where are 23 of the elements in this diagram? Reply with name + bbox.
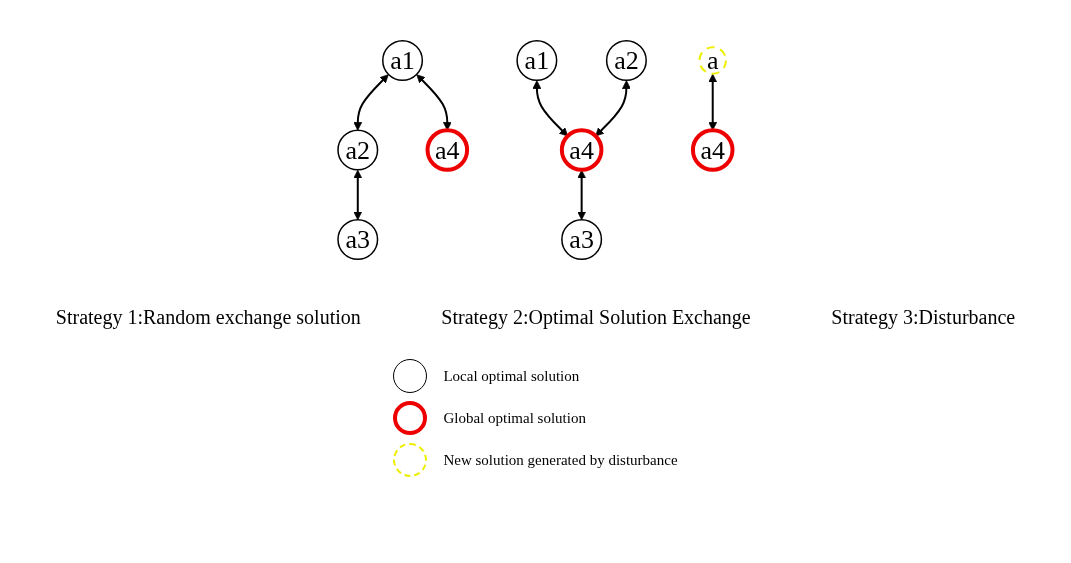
arrow (708, 73, 718, 131)
node-circle: a3 (561, 219, 603, 261)
legend-label: Local optimal solution (443, 367, 580, 385)
legend-label: New solution generated by disturbance (443, 451, 678, 469)
arrow (532, 80, 569, 137)
node-circle: a4 (691, 128, 735, 172)
node-circle: a1 (516, 39, 558, 81)
arrow (353, 169, 363, 221)
node-circle: a2 (337, 129, 379, 171)
strategy-caption: Strategy 2:Optimal Solution Exchange (441, 306, 751, 329)
legend-label: Global optimal solution (443, 409, 586, 427)
node-circle: a4 (425, 128, 470, 172)
arrow (595, 80, 632, 137)
node-circle: a1 (382, 39, 424, 81)
arrow (577, 169, 587, 221)
strategy-caption: Strategy 3:Disturbance (831, 306, 1016, 329)
arrow (416, 74, 452, 131)
node-circle: a (698, 46, 728, 75)
node-circle: a4 (560, 128, 604, 172)
node-circle: a3 (337, 219, 379, 261)
strategy-caption: Strategy 1:Random exchange solution (55, 306, 361, 329)
node-circle: a2 (606, 39, 648, 81)
arrow (353, 74, 389, 131)
